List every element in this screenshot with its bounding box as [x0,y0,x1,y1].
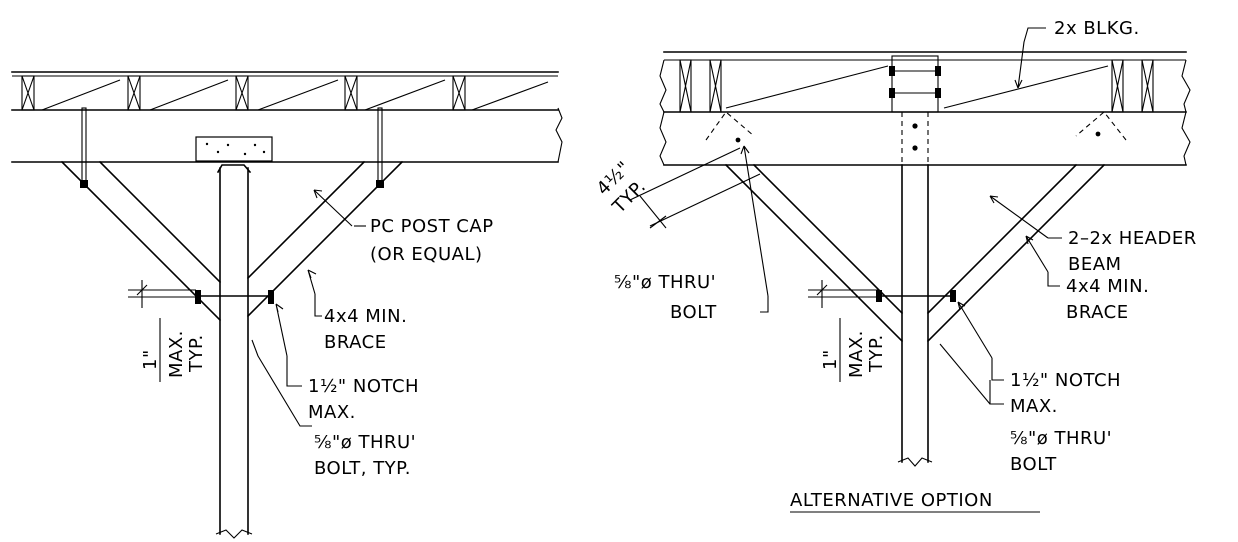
left-detail: PC POST CAP (OR EQUAL) 4x4 MIN. BRACE 1½… [11,71,563,539]
right-leaders [740,27,1062,405]
right-notch-label-2: MAX. [1010,396,1058,417]
right-brace-label-2: BRACE [1066,302,1129,323]
right-brace-label-1: 4x4 MIN. [1066,276,1149,297]
right-lower-bolt-label-1: ⅝"ø THRU' [1010,428,1112,449]
left-leaders [251,189,366,427]
right-detail: 4½" TYP. 1" MAX. TYP. 2x BLKG. 2–2x HEAD… [593,18,1197,513]
left-post [215,167,253,539]
right-header-beam [659,111,1191,166]
right-dim-note-2: TYP. [866,334,887,373]
right-upper-bolt-label-1: ⅝"ø THRU' [614,272,716,293]
left-brace-label-1: 4x4 MIN. [324,306,407,327]
right-dim-note-1: MAX. [846,330,867,378]
right-notch-label-1: 1½" NOTCH [1010,370,1121,391]
alternative-option-caption: ALTERNATIVE OPTION [790,490,993,511]
right-blocking-boxes [679,59,1154,113]
right-upper-bolt-label-2: BOLT [670,302,717,323]
right-brace-dimension [629,147,761,229]
right-header-label-2: BEAM [1068,254,1122,275]
left-notch-label-1: 1½" NOTCH [308,376,419,397]
right-notch-dimension [808,280,878,308]
right-joist-band [659,51,1191,113]
left-joist-band [11,71,559,111]
right-header-label-1: 2–2x HEADER [1068,228,1197,249]
left-post-cap [195,136,273,174]
left-dim-value: 1" [140,349,161,370]
left-post-cap-equal-label: (OR EQUAL) [370,244,483,265]
left-notch-dimension [128,280,196,308]
left-dim-note-2: TYP. [186,334,207,373]
left-braces [60,160,404,322]
right-braces [705,111,1127,343]
left-bolt-label-2: BOLT, TYP. [314,458,411,479]
right-dim-value: 1" [820,349,841,370]
left-notch-label-2: MAX. [308,402,356,423]
left-post-cap-label: PC POST CAP [370,216,494,237]
left-beam [11,107,563,163]
left-brace-label-2: BRACE [324,332,387,353]
left-blocking-boxes [21,75,466,111]
left-dim-note-1: MAX. [166,330,187,378]
left-bolt-label-1: ⅝"ø THRU' [314,432,416,453]
right-lower-bolt-label-2: BOLT [1010,454,1057,475]
right-center-blocking [889,55,941,113]
right-blocking-label: 2x BLKG. [1054,18,1140,39]
